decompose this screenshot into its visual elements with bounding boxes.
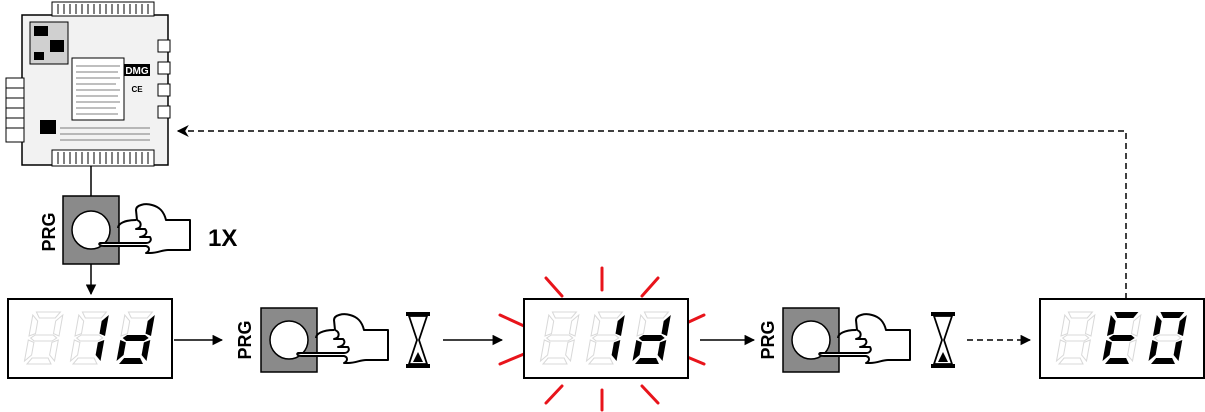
- segment-a: [643, 311, 670, 319]
- segment-e: [632, 340, 642, 361]
- display-2-digit-2: [585, 311, 625, 365]
- segment-b: [1084, 313, 1096, 337]
- segment-d: [1105, 358, 1129, 364]
- segment-a: [81, 311, 108, 319]
- display-3-digit-2: [1102, 312, 1142, 364]
- segment-a: [597, 311, 624, 319]
- segment-c: [1127, 339, 1137, 363]
- segment-f: [1060, 313, 1071, 337]
- segment-a: [1114, 312, 1139, 318]
- segment-f: [544, 313, 555, 337]
- segment-g: [638, 335, 665, 341]
- display-2: [523, 298, 689, 379]
- pointing-hand-icon: [98, 203, 191, 254]
- display-1-digit-1: [23, 311, 64, 365]
- blink-rays: [498, 266, 706, 412]
- segment-d: [71, 357, 98, 365]
- segment-f: [590, 313, 601, 337]
- hourglass-icon: [406, 312, 430, 368]
- segment-f: [74, 313, 85, 337]
- segment-e: [1055, 339, 1067, 363]
- segment-c: [611, 340, 621, 361]
- segment-b: [1130, 313, 1142, 337]
- segment-b: [52, 313, 64, 337]
- display-3: [1039, 298, 1205, 379]
- pointing-hand-icon: [818, 313, 911, 364]
- segment-e: [1148, 340, 1158, 361]
- brand-logo-text: DMG: [125, 66, 149, 77]
- prg-label-2: PRG: [235, 320, 255, 359]
- display-1: [7, 298, 173, 379]
- segment-b: [145, 315, 155, 336]
- segment-f: [636, 313, 647, 337]
- hourglass-icon: [931, 312, 955, 368]
- segment-b: [1177, 315, 1187, 336]
- prg-label-4: PRG: [758, 320, 778, 359]
- segment-g: [545, 334, 574, 342]
- pointing-hand-icon: [296, 313, 389, 364]
- controller-device: DMG CE: [5, 1, 171, 167]
- segment-g: [1061, 334, 1090, 342]
- segment-b: [615, 315, 625, 336]
- segment-d: [541, 357, 568, 365]
- segment-d: [25, 357, 52, 365]
- prg-label-first: PRG: [39, 212, 59, 251]
- segment-c: [657, 340, 667, 361]
- segment-e: [539, 339, 551, 363]
- display-2-digit-1: [539, 311, 580, 365]
- segment-c: [1173, 340, 1183, 361]
- press-count-label: 1X: [208, 225, 237, 252]
- segment-c: [565, 339, 575, 363]
- prg-button-4: [782, 307, 840, 373]
- segment-f: [1107, 315, 1116, 336]
- segment-b: [99, 315, 109, 336]
- segment-g: [1108, 335, 1135, 341]
- segment-a: [35, 311, 62, 319]
- segment-e: [1102, 340, 1112, 361]
- segment-b: [568, 313, 580, 337]
- segment-c: [1081, 339, 1091, 363]
- segment-d: [1151, 358, 1175, 364]
- segment-e: [23, 339, 35, 363]
- bottom-terminal-pins: [57, 152, 149, 164]
- brand-logo: [124, 64, 150, 76]
- prg-button-2: [260, 307, 318, 373]
- segment-c: [141, 340, 151, 361]
- display-1-digit-3: [116, 311, 155, 364]
- prg-button-first: [62, 195, 120, 265]
- segment-e: [69, 339, 81, 363]
- display-2-digit-3: [632, 311, 671, 364]
- display-1-digit-2: [69, 311, 109, 365]
- segment-g: [29, 334, 58, 342]
- segment-f: [1153, 315, 1162, 336]
- segment-a: [1160, 312, 1185, 318]
- segment-g: [122, 335, 149, 341]
- segment-a: [1067, 311, 1094, 319]
- segment-f: [120, 313, 131, 337]
- segment-e: [116, 340, 126, 361]
- ce-mark: CE: [131, 85, 143, 94]
- return-loop-arrow: [176, 125, 1127, 299]
- display-3-digit-3: [1148, 312, 1187, 364]
- segment-e: [585, 339, 597, 363]
- segment-g: [75, 334, 104, 342]
- display-3-digit-1: [1055, 311, 1096, 365]
- segment-g: [1153, 334, 1182, 342]
- segment-c: [49, 339, 59, 363]
- segment-d: [587, 357, 614, 365]
- segment-d: [635, 358, 659, 364]
- segment-c: [95, 340, 105, 361]
- segment-d: [119, 358, 143, 364]
- segment-a: [127, 311, 154, 319]
- segment-d: [1057, 357, 1084, 365]
- segment-b: [661, 315, 671, 336]
- segment-g: [591, 334, 620, 342]
- segment-a: [551, 311, 578, 319]
- segment-f: [28, 313, 39, 337]
- top-terminal-pins: [57, 4, 149, 14]
